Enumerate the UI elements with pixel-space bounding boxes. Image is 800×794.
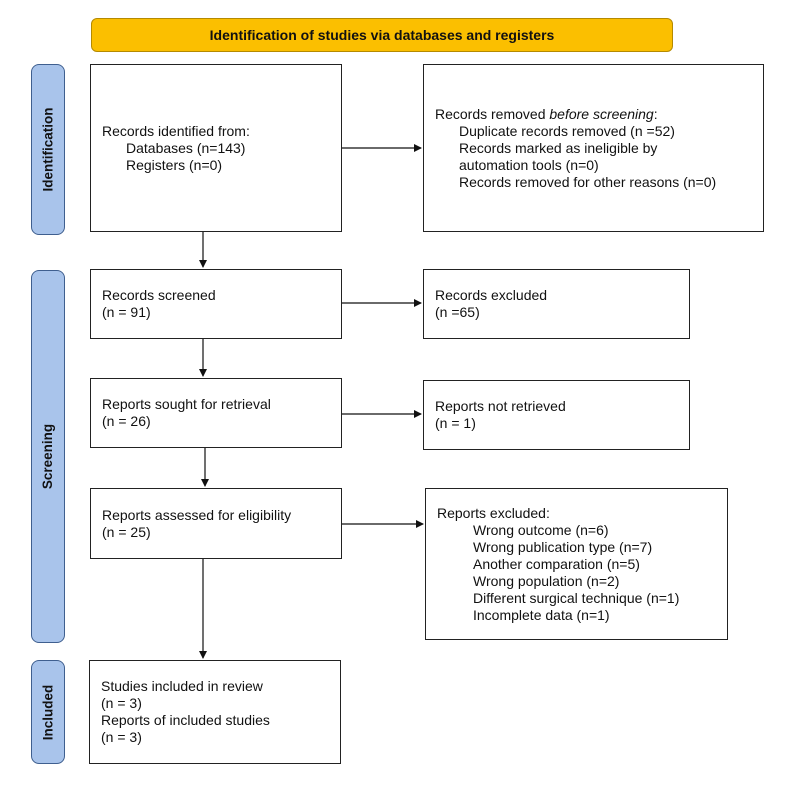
ineligible-line2: automation tools (n=0) bbox=[459, 156, 599, 173]
reports-assessed-count: (n = 25) bbox=[102, 523, 151, 540]
reports-sought-box: Reports sought for retrieval (n = 26) bbox=[90, 378, 342, 448]
reports-excluded-label: Reports excluded: bbox=[437, 504, 550, 521]
reports-included-label: Reports of included studies bbox=[101, 712, 270, 728]
exclusion-reason: Another comparation (n=5) bbox=[473, 555, 640, 572]
records-screened-count: (n = 91) bbox=[102, 304, 151, 320]
ineligible-line1: Records marked as ineligible by bbox=[459, 139, 658, 156]
reports-excluded-box: Reports excluded: Wrong outcome (n=6) Wr… bbox=[425, 488, 728, 640]
registers-count: Registers (n=0) bbox=[126, 156, 223, 173]
records-screened-box: Records screened (n = 91) bbox=[90, 269, 342, 339]
records-excluded-count: (n =65) bbox=[435, 304, 480, 320]
exclusion-reason: Wrong publication type (n=7) bbox=[473, 538, 653, 555]
reports-not-retrieved-label: Reports not retrieved bbox=[435, 398, 566, 414]
header-title: Identification of studies via databases … bbox=[209, 27, 555, 43]
reports-assessed-label: Reports assessed for eligibility bbox=[102, 506, 292, 523]
reports-not-retrieved-count: (n = 1) bbox=[435, 415, 476, 431]
records-excluded-label: Records excluded bbox=[435, 287, 548, 303]
reports-not-retrieved-box: Reports not retrieved (n = 1) bbox=[423, 380, 690, 450]
exclusion-reason: Wrong population (n=2) bbox=[473, 572, 620, 589]
duplicates-removed: Duplicate records removed (n =52) bbox=[459, 122, 675, 139]
phase-identification: Identification bbox=[31, 64, 65, 235]
diagram-header: Identification of studies via databases … bbox=[91, 18, 673, 52]
phase-included: Included bbox=[31, 660, 65, 764]
reports-included-count: (n = 3) bbox=[101, 729, 142, 745]
other-removed: Records removed for other reasons (n=0) bbox=[459, 173, 717, 190]
reports-assessed-box: Reports assessed for eligibility (n = 25… bbox=[90, 488, 342, 559]
exclusion-reason: Wrong outcome (n=6) bbox=[473, 521, 609, 538]
databases-count: Databases (n=143) bbox=[126, 139, 246, 156]
reports-sought-count: (n = 26) bbox=[102, 413, 151, 429]
reports-sought-label: Reports sought for retrieval bbox=[102, 396, 271, 412]
exclusion-reason: Different surgical technique (n=1) bbox=[473, 589, 680, 606]
studies-included-box: Studies included in review (n = 3) Repor… bbox=[89, 660, 341, 764]
records-excluded-box: Records excluded (n =65) bbox=[423, 269, 690, 339]
records-screened-label: Records screened bbox=[102, 287, 216, 303]
studies-included-label: Studies included in review bbox=[101, 678, 263, 694]
records-removed-box: Records removed before screening: Duplic… bbox=[423, 64, 764, 232]
records-identified-box: Records identified from: Databases (n=14… bbox=[90, 64, 342, 232]
studies-included-count: (n = 3) bbox=[101, 695, 142, 711]
records-identified-label: Records identified from: bbox=[102, 122, 250, 139]
records-removed-label: Records removed before screening: bbox=[435, 105, 658, 122]
exclusion-reason: Incomplete data (n=1) bbox=[473, 606, 610, 623]
phase-screening: Screening bbox=[31, 270, 65, 643]
